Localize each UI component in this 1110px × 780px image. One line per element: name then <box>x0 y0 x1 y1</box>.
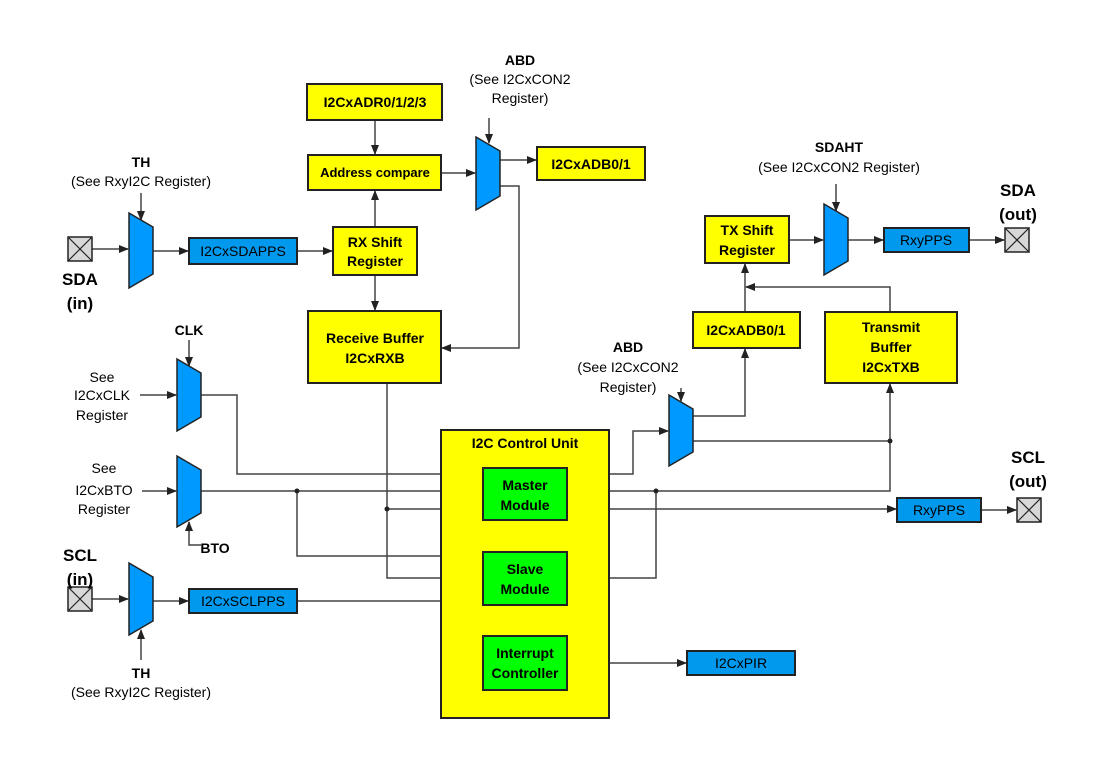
see-clk-label: See <box>90 369 115 385</box>
abd-mux-right-icon <box>668 393 694 468</box>
slave-label: Slave <box>507 561 544 577</box>
address-compare-block <box>307 154 442 191</box>
adr-register-block <box>306 83 443 121</box>
control-unit-label: I2C Control Unit <box>472 435 579 451</box>
scl-out-label: (out) <box>1009 472 1047 491</box>
sdapps-label: I2CxSDAPPS <box>200 243 286 259</box>
sda-out-label: (out) <box>999 205 1037 224</box>
scl-in-label: SCL <box>63 546 97 565</box>
rx-shift-label: RX Shift <box>348 234 403 250</box>
master-module-block <box>482 467 568 521</box>
th-top-note: (See RxyI2C Register) <box>71 173 211 189</box>
rxypps-scl-label: RxyPPS <box>913 502 965 518</box>
receive-buffer-label: Receive Buffer <box>326 330 425 346</box>
bto-mux-icon <box>176 454 202 529</box>
sdapps-block <box>188 237 298 265</box>
th-sda-mux-icon <box>128 211 154 290</box>
rxypps-scl-block <box>896 497 982 523</box>
address-compare-label: Address compare <box>320 165 430 180</box>
rxypps-sda-block <box>883 227 970 253</box>
wire-btomux-to-slave <box>296 491 483 560</box>
sclpps-label: I2CxSCLPPS <box>201 593 285 609</box>
pir-label: I2CxPIR <box>715 655 767 671</box>
th-top-title: TH <box>132 154 151 170</box>
bto-label: BTO <box>200 540 229 556</box>
slave-module-block <box>482 551 568 606</box>
interrupt-label: Interrupt <box>496 645 554 661</box>
abd-mux-top-icon <box>475 135 501 212</box>
th-scl-mux-icon <box>128 561 154 637</box>
sda-in-pad-icon <box>67 236 93 262</box>
tx-shift-register-block <box>704 215 790 264</box>
rx-shift-register-block <box>332 226 418 276</box>
clk-mux-icon <box>176 357 202 433</box>
adb-top-block <box>536 146 646 181</box>
abd-top-title: ABD <box>505 52 535 68</box>
see-clk-label: Register <box>76 407 128 423</box>
scl-in-pad-icon <box>67 586 93 612</box>
abd-top-note: (See I2CxCON2 <box>469 71 570 87</box>
interrupt-label: Controller <box>492 665 559 681</box>
wire-master-to-txb <box>567 383 894 492</box>
sda-out-pad-icon <box>1004 227 1030 253</box>
junction-dot <box>887 438 893 444</box>
see-bto-label: See <box>92 460 117 476</box>
junction-dot <box>294 488 300 494</box>
adb-right-label: I2CxADB0/1 <box>706 322 786 338</box>
interrupt-controller-block <box>482 635 568 691</box>
wire-clkmux-to-master <box>201 394 483 478</box>
clk-label: CLK <box>175 322 204 338</box>
scl-out-label: SCL <box>1011 448 1045 467</box>
tx-buffer-label: I2CxTXB <box>862 359 920 375</box>
receive-buffer-label: I2CxRXB <box>345 350 404 366</box>
sdaht-note: (See I2CxCON2 Register) <box>758 159 920 175</box>
see-clk-label: I2CxCLK <box>74 387 131 403</box>
sdaht-mux-icon <box>823 202 849 277</box>
wire-abdmux-to-adb <box>693 348 749 417</box>
sdaht-title: SDAHT <box>815 139 864 155</box>
transmit-buffer-block <box>824 311 958 384</box>
sclpps-block <box>188 588 298 614</box>
wire-bto <box>185 521 201 546</box>
see-bto-label: Register <box>78 501 130 517</box>
scl-out-pad-icon <box>1016 497 1042 523</box>
adr-label: I2CxADR0/1/2/3 <box>324 94 427 110</box>
junction-dot <box>653 488 659 494</box>
adb-top-label: I2CxADB0/1 <box>551 156 631 172</box>
tx-shift-label: TX Shift <box>721 222 774 238</box>
master-label: Module <box>501 497 550 513</box>
abd-right-note: (See I2CxCON2 <box>577 359 678 375</box>
wire-txb-to-txshift <box>745 283 891 312</box>
scl-in-label: (in) <box>67 570 93 589</box>
abd-top-note: Register) <box>492 90 549 106</box>
tx-buffer-label: Buffer <box>870 339 912 355</box>
abd-right-title: ABD <box>613 339 643 355</box>
see-bto-label: I2CxBTO <box>75 482 132 498</box>
rxypps-sda-label: RxyPPS <box>900 232 952 248</box>
adb-right-block <box>692 311 801 349</box>
master-label: Master <box>502 477 548 493</box>
rx-shift-label: Register <box>347 253 404 269</box>
abd-right-note: Register) <box>600 379 657 395</box>
th-bottom-title: TH <box>132 665 151 681</box>
wire-mux-to-rxb <box>441 185 520 352</box>
tx-shift-label: Register <box>719 242 776 258</box>
sda-out-label: SDA <box>1000 181 1036 200</box>
th-bottom-note: (See RxyI2C Register) <box>71 684 211 700</box>
junction-dot <box>384 506 390 512</box>
sda-in-label: (in) <box>67 294 93 313</box>
pir-block <box>686 650 796 676</box>
sda-in-label: SDA <box>62 270 98 289</box>
slave-label: Module <box>501 581 550 597</box>
tx-buffer-label: Transmit <box>862 319 921 335</box>
receive-buffer-block <box>307 310 442 384</box>
